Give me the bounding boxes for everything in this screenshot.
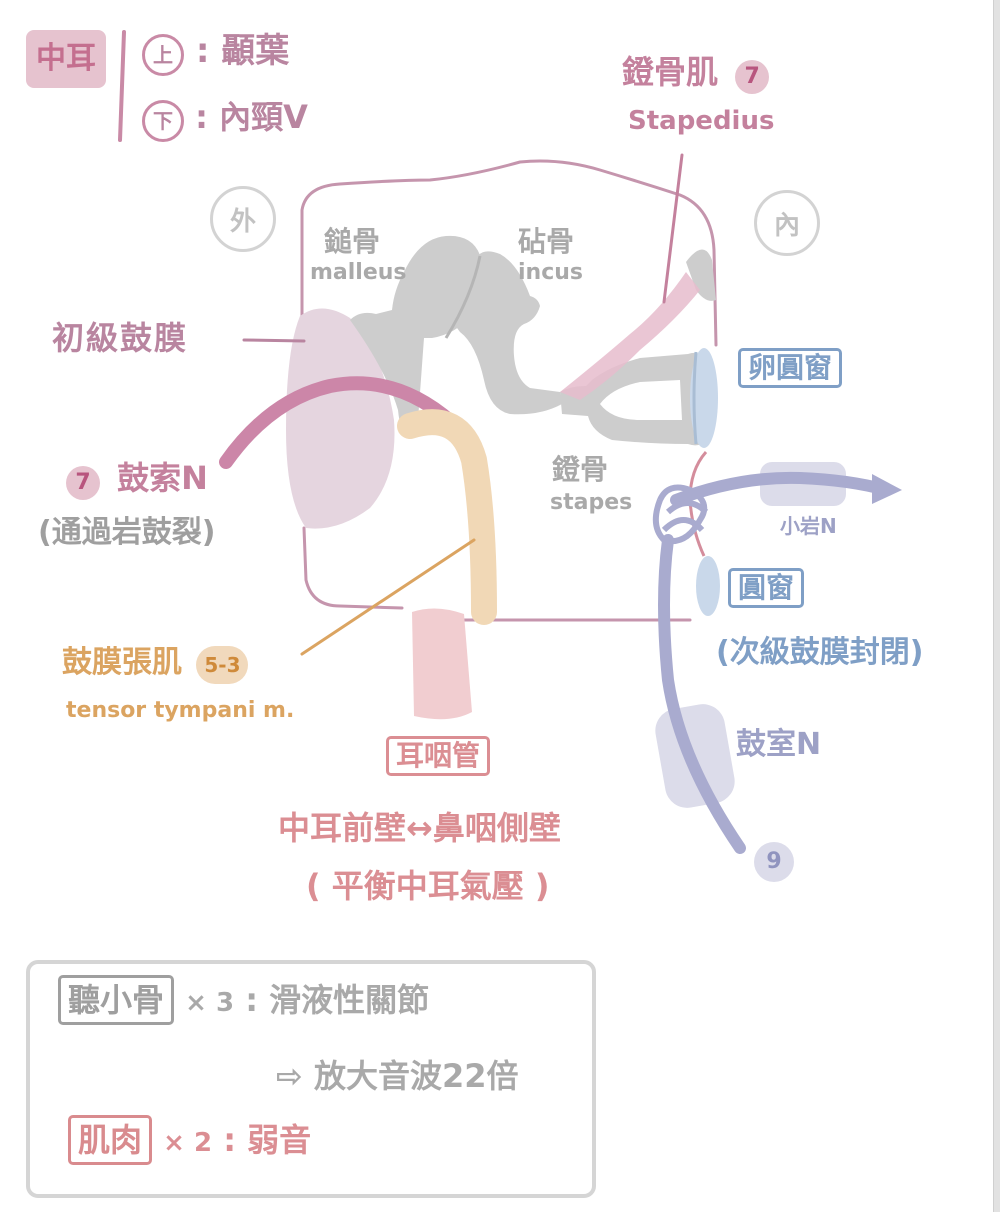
oval-window-label: 卵圓窗 — [738, 348, 843, 388]
eustachian-tube-line2: ( 平衡中耳氣壓 ) — [306, 867, 550, 905]
incus-shape — [454, 251, 562, 415]
oval-window-shape — [690, 348, 718, 448]
stapedius-label: 鐙骨肌 7 — [622, 56, 770, 94]
chorda-tympani-note: (通過岩鼓裂) — [38, 515, 216, 550]
summary-ossicles-effect: ⇨ 放大音波22倍 — [276, 1057, 519, 1095]
stapedius-en-label: Stapedius — [628, 106, 775, 136]
chorda-tympani-label: 7 鼓索N — [66, 462, 208, 500]
muscles-tag: 肌肉 — [68, 1115, 153, 1165]
eustachian-tube-label: 耳咽管 — [386, 736, 491, 776]
tensor-tympani-label: 鼓膜張肌 5-3 — [62, 646, 249, 684]
page-title: 中耳 — [26, 30, 106, 88]
incus-zh-label: 砧骨 — [518, 225, 575, 258]
malleus-en-label: malleus — [310, 260, 407, 285]
round-window-note: (次級鼓膜封閉) — [716, 635, 924, 670]
upper-marker-badge: 上 — [142, 34, 184, 76]
tympanic-nerve-label: 鼓室N — [736, 727, 822, 762]
lesser-petrosal-label: 小岩N — [780, 514, 837, 538]
cn9-badge: 9 — [754, 842, 794, 882]
lower-marker-badge: 下 — [142, 100, 184, 142]
tensor-tympani-shape — [397, 409, 497, 625]
cn7-badge: 7 — [735, 60, 770, 94]
tensor-tympani-en-label: tensor tympani m. — [66, 698, 295, 723]
page-edge — [993, 0, 1000, 1212]
incus-en-label: incus — [518, 260, 584, 285]
summary-box — [26, 960, 596, 1198]
cn7-badge: 7 — [66, 466, 100, 500]
tympanic-membrane-label: 初級鼓膜 — [52, 319, 189, 357]
stapes-zh-label: 鐙骨 — [552, 453, 609, 486]
eustachian-tube-shape — [412, 608, 472, 720]
malleus-zh-label: 鎚骨 — [324, 225, 381, 258]
eustachian-tube-line1: 中耳前壁↔鼻咽側壁 — [278, 809, 561, 847]
cn5-3-badge: 5-3 — [196, 646, 249, 684]
stapedius-muscle-shape — [560, 272, 700, 400]
lower-relation: 下 : 內頸V — [142, 100, 308, 142]
summary-ossicles-row: 聽小骨 × 3 : 滑液性關節 — [58, 975, 429, 1025]
ossicles-tag: 聽小骨 — [58, 975, 175, 1025]
upper-relation: 上 : 顳葉 — [142, 34, 289, 76]
inner-side-marker: 內 — [754, 190, 820, 256]
malleus-shape — [350, 235, 483, 437]
tympanic-cavity-outline — [300, 159, 718, 347]
outer-side-marker: 外 — [210, 186, 276, 252]
lesser-petrosal-nerve — [670, 471, 892, 506]
round-window-shape — [696, 556, 720, 616]
round-window-label: 圓窗 — [728, 568, 805, 608]
tympanic-plexus — [652, 484, 709, 544]
tympanic-nerve-shape — [658, 534, 746, 854]
tympanic-membrane-shape — [286, 308, 395, 529]
chorda-tympani-shape — [219, 376, 467, 469]
stapes-en-label: stapes — [550, 490, 633, 515]
summary-muscles-row: 肌肉 × 2 : 弱音 — [68, 1115, 311, 1165]
stapes-shape — [560, 352, 706, 446]
